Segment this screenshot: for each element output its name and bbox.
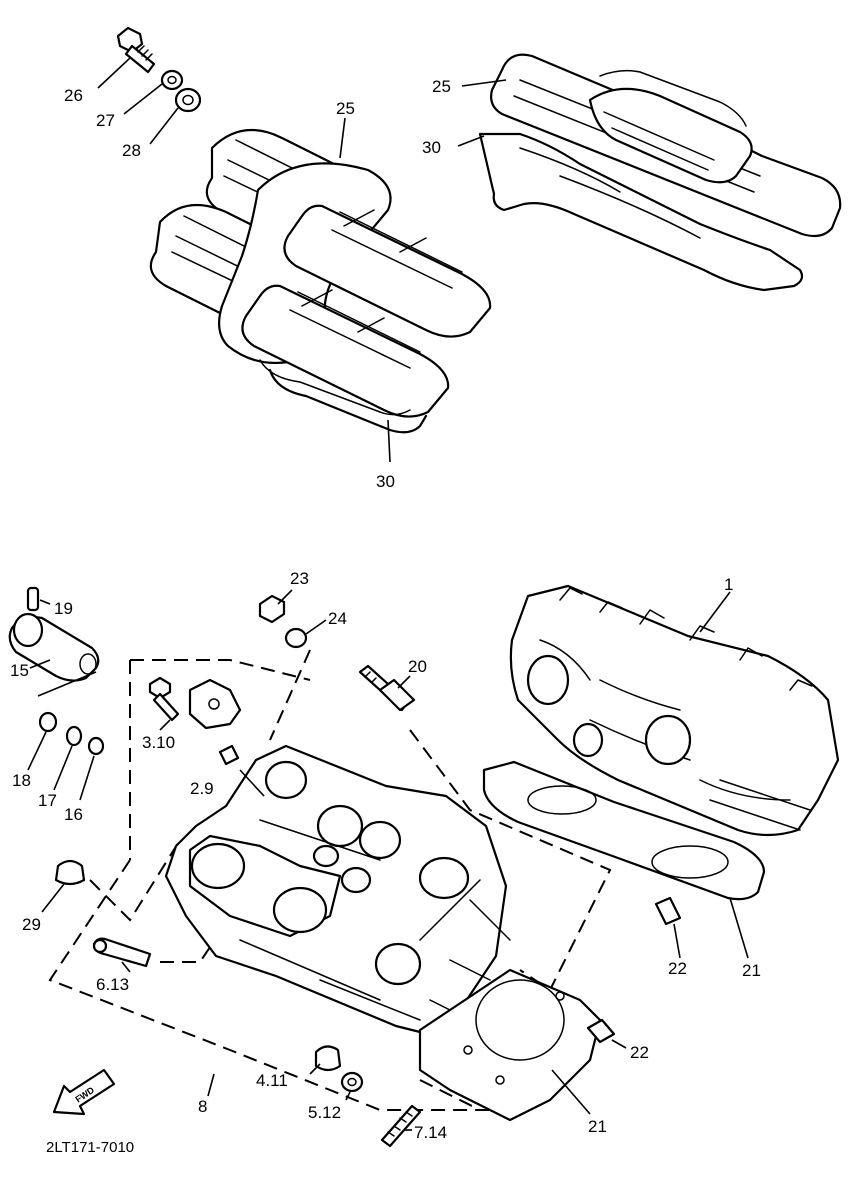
plug-part-29	[54, 859, 86, 886]
cylinder-head-assembly-part-1	[509, 584, 840, 837]
cylinder-head-front	[164, 744, 511, 1038]
callout-21-right: 21	[742, 961, 761, 980]
callout-29: 29	[22, 915, 41, 934]
gasket-right-part-30	[478, 132, 804, 292]
head-gasket-right-part-21	[482, 760, 766, 901]
gasket-left-part-30	[268, 368, 428, 434]
dowel-pin-part-22-lower	[586, 1018, 616, 1044]
callout-20: 20	[408, 657, 427, 676]
callout-22-upper: 22	[668, 959, 687, 978]
washer-part-28	[174, 87, 202, 113]
callout-16: 16	[64, 805, 83, 824]
stud-bolt-part-7-14	[380, 1104, 422, 1148]
o-ring-part-17	[65, 725, 83, 747]
union-fitting-part-15	[8, 612, 100, 682]
callout-2-9: 2.9	[190, 779, 214, 798]
dowel-part-2-9	[218, 744, 240, 766]
washer-part-5-12	[340, 1071, 364, 1093]
callout-4-11: 4.11	[256, 1071, 288, 1090]
callout-15: 15	[10, 661, 29, 680]
pin-part-6-13	[92, 937, 152, 968]
cap-part-4-11	[314, 1045, 342, 1072]
callout-22-lower: 22	[630, 1043, 649, 1062]
callout-1: 1	[724, 575, 733, 594]
callout-25-right: 25	[432, 77, 451, 96]
callout-3-10: 3.10	[142, 733, 175, 752]
callout-8: 8	[198, 1097, 207, 1116]
fwd-arrow-icon: FWD	[52, 1068, 116, 1116]
washer-part-27	[160, 69, 184, 91]
callout-28: 28	[122, 141, 141, 160]
washer-part-24	[284, 627, 308, 649]
clip-part-19	[26, 586, 40, 612]
callout-30-right: 30	[422, 138, 441, 157]
callout-6-13: 6.13	[96, 975, 129, 994]
bolt-part-23	[258, 594, 286, 624]
callout-25-left: 25	[336, 99, 355, 118]
callout-19: 19	[54, 599, 73, 618]
bracket-part	[188, 678, 242, 730]
valve-cover-right-part-25	[490, 53, 842, 238]
callout-5-12: 5.12	[308, 1103, 341, 1122]
callout-23: 23	[290, 569, 309, 588]
spark-plug-part-20	[358, 664, 416, 712]
callout-21-lower: 21	[588, 1117, 607, 1136]
callout-24: 24	[328, 609, 347, 628]
diagram-code: 2LT171-7010	[46, 1139, 134, 1156]
valve-cover-left-part-25	[149, 128, 492, 418]
bolt-part-3-10	[148, 676, 180, 722]
callout-18: 18	[12, 771, 31, 790]
callout-26: 26	[64, 86, 83, 105]
bolt-part-26	[116, 26, 156, 74]
callout-17: 17	[38, 791, 57, 810]
callout-7-14: 7.14	[414, 1123, 447, 1142]
callout-27: 27	[96, 111, 115, 130]
head-gasket-lower-part-21	[418, 968, 602, 1122]
dowel-pin-part-22-upper	[654, 896, 682, 926]
o-ring-part-16	[87, 736, 105, 756]
o-ring-part-18	[38, 711, 58, 733]
callout-30-left: 30	[376, 472, 395, 491]
